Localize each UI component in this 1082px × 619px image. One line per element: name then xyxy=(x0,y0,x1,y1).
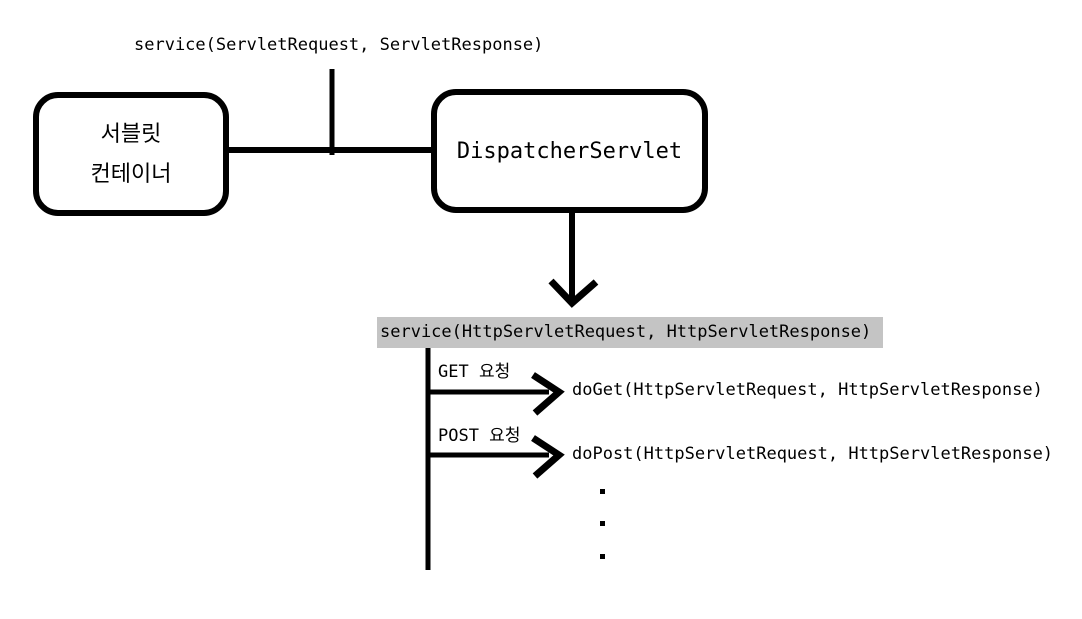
ellipsis-dot: . xyxy=(600,489,605,494)
service-httpservletrequest-highlight: service(HttpServletRequest, HttpServletR… xyxy=(377,317,884,348)
servlet-container-label: 서블릿 컨테이너 xyxy=(36,95,226,213)
post-request-label: POST 요청 xyxy=(438,426,521,446)
get-arrow-head-icon xyxy=(531,372,565,416)
ellipsis-dot: . xyxy=(600,521,605,526)
ellipsis-dot: . xyxy=(600,554,605,559)
doget-handler-label: doGet(HttpServletRequest, HttpServletRes… xyxy=(572,380,1043,400)
dispatcher-servlet-label: DispatcherServlet xyxy=(456,138,683,164)
down-arrow-head-icon xyxy=(548,278,599,308)
servlet-container-label-line2: 컨테이너 xyxy=(90,161,172,186)
servlet-container-box xyxy=(33,92,229,216)
post-arrow-head-icon xyxy=(531,435,565,479)
get-request-label: GET 요청 xyxy=(438,362,511,382)
service-servletrequest-label: service(ServletRequest, ServletResponse) xyxy=(134,35,544,55)
dopost-handler-label: doPost(HttpServletRequest, HttpServletRe… xyxy=(572,444,1054,464)
servlet-container-label-line1: 서블릿 xyxy=(100,121,162,146)
